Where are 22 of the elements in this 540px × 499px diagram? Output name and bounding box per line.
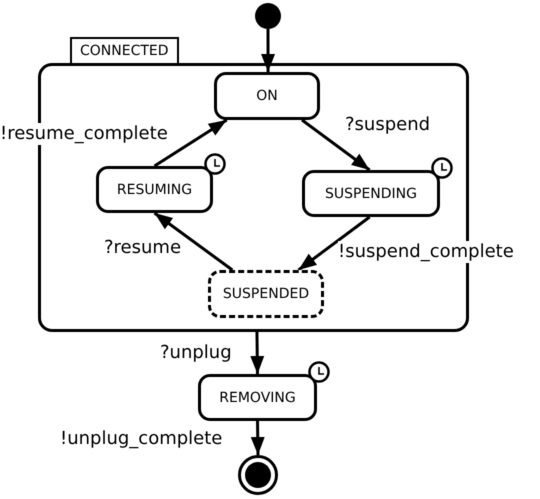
transition-arrow	[250, 332, 264, 374]
transition-arrow	[154, 118, 228, 168]
state-name: ON	[256, 88, 278, 104]
edge-label: ?suspend	[345, 114, 430, 136]
state-box	[214, 72, 320, 120]
initial-state-dot	[255, 3, 281, 29]
transition-arrow	[261, 29, 276, 72]
state-name: REMOVING	[219, 390, 296, 406]
transition-arrow	[250, 420, 265, 456]
state-box	[208, 270, 324, 318]
edge-label: !resume_complete	[0, 123, 168, 145]
edge-label: !unplug_complete	[60, 428, 222, 450]
transition-arrow	[298, 216, 371, 272]
final-state-symbol	[238, 455, 278, 495]
edge-label: ?unplug	[160, 342, 232, 364]
state-name-tab: CONNECTED	[70, 37, 179, 63]
state-name: SUSPENDED	[222, 286, 310, 302]
state-name: SUSPENDING	[324, 186, 417, 202]
transition-arrow	[154, 212, 234, 272]
edge-label: !suspend_complete	[338, 241, 514, 263]
state-name: RESUMING	[116, 182, 192, 198]
transition-arrow	[301, 118, 371, 172]
